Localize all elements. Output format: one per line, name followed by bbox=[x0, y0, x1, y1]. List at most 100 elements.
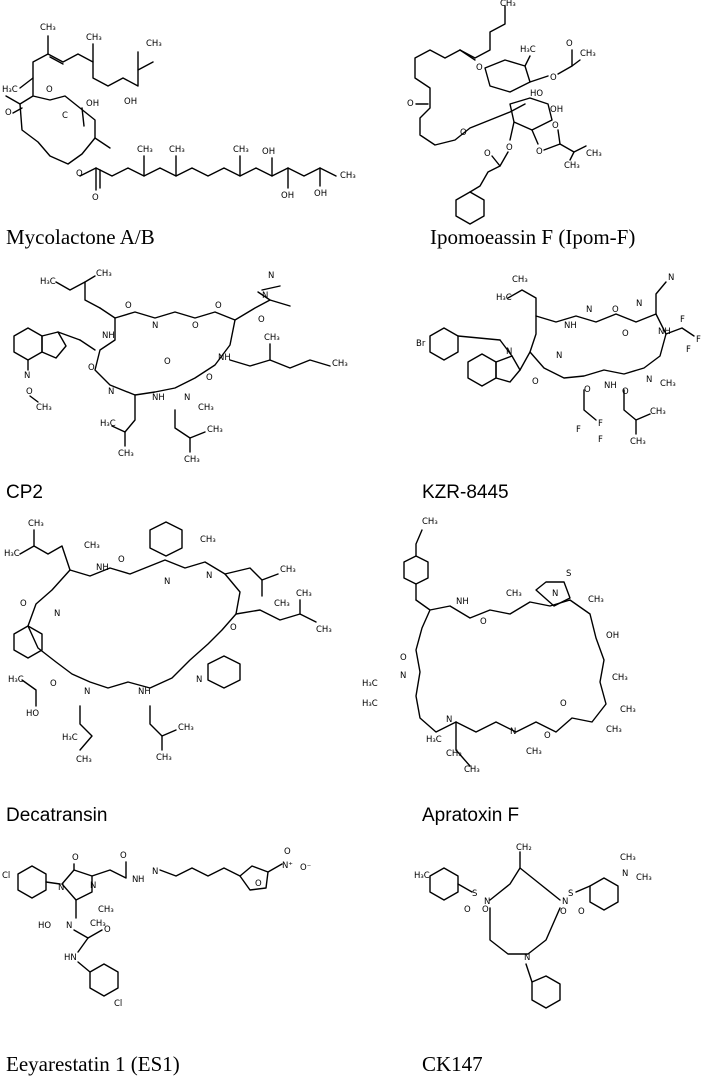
svg-text:H₃C: H₃C bbox=[8, 675, 24, 685]
svg-text:H: H bbox=[138, 875, 144, 885]
svg-text:N: N bbox=[152, 867, 158, 877]
svg-text:CH₃: CH₃ bbox=[198, 403, 214, 413]
svg-text:O: O bbox=[125, 301, 132, 311]
svg-text:O: O bbox=[192, 321, 199, 331]
decatransin-structure: H₃C CH₃ NH O N N O N NH N O N O CH₃ CH₃ … bbox=[4, 519, 332, 765]
svg-text:CH₃: CH₃ bbox=[90, 919, 106, 929]
svg-text:O: O bbox=[566, 39, 573, 49]
compound-panel-apratoxin: CH₃ NH O CH₃ N S CH₃ OH CH₃ CH₃ CH₃ O O … bbox=[360, 510, 709, 830]
svg-text:CH₃: CH₃ bbox=[200, 535, 216, 545]
svg-text:O: O bbox=[560, 699, 567, 709]
svg-text:CH₃: CH₃ bbox=[512, 275, 528, 285]
svg-text:O: O bbox=[532, 377, 539, 387]
compound-label: KZR-8445 bbox=[422, 482, 509, 503]
svg-text:CH₃: CH₃ bbox=[650, 407, 666, 417]
compound-label: Apratoxin F bbox=[422, 805, 520, 826]
svg-text:O: O bbox=[464, 905, 471, 915]
svg-text:N: N bbox=[524, 953, 530, 963]
svg-text:CH₃: CH₃ bbox=[620, 853, 636, 863]
svg-text:O: O bbox=[72, 853, 79, 863]
svg-text:CH₃: CH₃ bbox=[86, 33, 102, 43]
compound-panel-ck147: H₃C S O O N CH₂ N S O O N CH₃ CH₃ N CK14… bbox=[360, 830, 709, 1083]
svg-text:CH₃: CH₃ bbox=[96, 269, 112, 279]
svg-text:N: N bbox=[90, 881, 96, 891]
svg-text:NH: NH bbox=[456, 597, 469, 607]
svg-text:CH₂: CH₂ bbox=[516, 843, 532, 853]
svg-text:N: N bbox=[562, 897, 568, 907]
svg-text:O: O bbox=[550, 73, 557, 83]
svg-text:HN: HN bbox=[64, 953, 77, 963]
svg-text:S: S bbox=[472, 889, 477, 899]
svg-text:N: N bbox=[556, 351, 562, 361]
svg-text:N: N bbox=[400, 671, 406, 681]
svg-text:O: O bbox=[484, 149, 491, 159]
svg-text:O: O bbox=[230, 623, 237, 633]
svg-text:O: O bbox=[104, 925, 111, 935]
svg-text:CH₃: CH₃ bbox=[40, 23, 56, 33]
svg-text:N: N bbox=[668, 273, 674, 283]
svg-text:H₃C: H₃C bbox=[100, 419, 116, 429]
svg-text:H₃C: H₃C bbox=[62, 733, 78, 743]
apratoxin-structure: CH₃ NH O CH₃ N S CH₃ OH CH₃ CH₃ CH₃ O O … bbox=[362, 517, 636, 775]
compound-label: CK147 bbox=[422, 1052, 483, 1076]
es1-structure: Cl O N N CH₃ CH₃ O H N N O N⁺ O O⁻ N HO … bbox=[2, 847, 311, 1009]
svg-text:CH₃: CH₃ bbox=[446, 749, 462, 759]
svg-text:O: O bbox=[5, 108, 12, 118]
svg-text:O: O bbox=[50, 679, 57, 689]
svg-text:OH: OH bbox=[124, 97, 137, 107]
cp2-structure: H₃C CH₃ O N O O O N NH O N NH N NH O O C… bbox=[13, 269, 348, 465]
compound-panel-cp2: H₃C CH₃ O N O O O N NH O N NH N NH O O C… bbox=[0, 260, 360, 510]
kzr-structure: CH₃ H₃C NH N O O NH N N NH N O O O CH₃ F… bbox=[416, 273, 701, 447]
svg-text:N: N bbox=[586, 305, 592, 315]
svg-text:NH: NH bbox=[564, 321, 577, 331]
svg-text:CH₃: CH₃ bbox=[500, 0, 516, 9]
svg-text:O: O bbox=[118, 555, 125, 565]
svg-text:CH₃: CH₃ bbox=[526, 747, 542, 757]
svg-text:F: F bbox=[680, 315, 685, 325]
svg-text:O: O bbox=[255, 879, 262, 889]
svg-text:CH₃: CH₃ bbox=[169, 145, 185, 155]
svg-text:CH₃: CH₃ bbox=[588, 595, 604, 605]
svg-text:OH: OH bbox=[262, 147, 275, 157]
svg-text:N: N bbox=[108, 387, 114, 397]
compound-label: Ipomoeassin F (Ipom-F) bbox=[430, 225, 636, 249]
svg-text:CH₃: CH₃ bbox=[98, 905, 114, 915]
svg-text:NH: NH bbox=[658, 327, 671, 337]
svg-text:O: O bbox=[20, 599, 27, 609]
svg-text:O: O bbox=[460, 128, 467, 138]
compound-label: Mycolactone A/B bbox=[6, 225, 155, 249]
svg-text:CH₃: CH₃ bbox=[316, 625, 332, 635]
svg-text:H₃C: H₃C bbox=[426, 735, 442, 745]
svg-text:F: F bbox=[598, 435, 603, 445]
svg-text:O: O bbox=[544, 731, 551, 741]
svg-text:N: N bbox=[552, 589, 558, 599]
compound-label: Decatransin bbox=[6, 805, 108, 826]
compound-panel-ipomoeassin: CH₃ O O O H₃C HO O O CH₃ OH O O CH₃ CH₃ … bbox=[360, 0, 709, 260]
svg-text:S: S bbox=[568, 889, 573, 899]
svg-text:N: N bbox=[132, 875, 138, 885]
svg-text:CH₃: CH₃ bbox=[76, 755, 92, 765]
compound-panel-mycolactone: CH₃ CH₃ OH OH CH₃ H₃C O O C O O CH₃ CH₃ … bbox=[0, 0, 360, 260]
svg-text:CH₃: CH₃ bbox=[340, 171, 356, 181]
svg-text:H₃C: H₃C bbox=[520, 45, 536, 55]
svg-text:O: O bbox=[622, 387, 629, 397]
mycolactone-structure: CH₃ CH₃ OH OH CH₃ H₃C O O C O O CH₃ CH₃ … bbox=[2, 23, 356, 203]
svg-text:CH₃: CH₃ bbox=[184, 455, 200, 465]
svg-text:Br: Br bbox=[416, 339, 426, 349]
svg-text:CH₃: CH₃ bbox=[84, 541, 100, 551]
ck147-structure: H₃C S O O N CH₂ N S O O N CH₃ CH₃ N bbox=[414, 843, 652, 1009]
svg-text:Cl: Cl bbox=[114, 999, 122, 1009]
svg-text:N: N bbox=[510, 727, 516, 737]
svg-text:O: O bbox=[88, 363, 95, 373]
svg-text:CH₃: CH₃ bbox=[332, 359, 348, 369]
svg-text:O: O bbox=[26, 387, 33, 397]
svg-text:CH₃: CH₃ bbox=[660, 379, 676, 389]
svg-text:O: O bbox=[480, 617, 487, 627]
svg-text:N: N bbox=[268, 271, 274, 281]
svg-text:F: F bbox=[598, 419, 603, 429]
svg-text:NH: NH bbox=[102, 331, 115, 341]
svg-text:OH: OH bbox=[86, 99, 99, 109]
ipomoeassin-structure: CH₃ O O O H₃C HO O O CH₃ OH O O CH₃ CH₃ … bbox=[407, 0, 602, 225]
compound-panel-decatransin: H₃C CH₃ NH O N N O N NH N O N O CH₃ CH₃ … bbox=[0, 510, 360, 830]
svg-text:CH₃: CH₃ bbox=[612, 673, 628, 683]
